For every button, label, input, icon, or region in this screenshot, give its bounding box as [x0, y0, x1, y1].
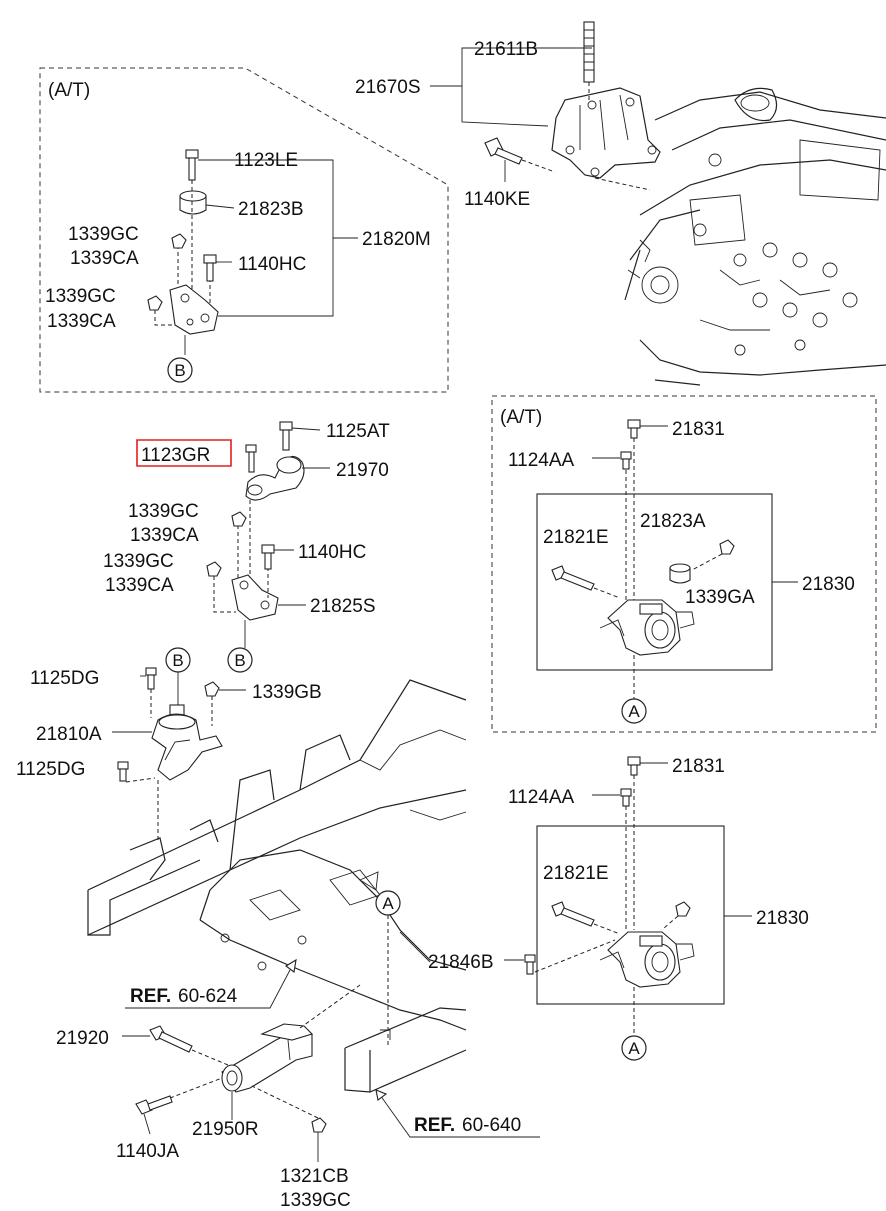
- bracket-dash: [594, 177, 651, 191]
- marker-A-1: A: [375, 890, 401, 916]
- frame-at-right: [491, 395, 877, 733]
- ref-label-60-624-num: 60-624: [178, 986, 238, 1007]
- label-1339GB: 1339GB: [252, 682, 322, 703]
- label-21821E-a: 21821E: [543, 527, 609, 548]
- label-21810A: 21810A: [36, 724, 102, 745]
- marker-A-2: A: [621, 698, 647, 724]
- label-21950R: 21950R: [192, 1119, 259, 1140]
- label-1125AT: 1125AT: [326, 421, 390, 442]
- label-21830-b: 21830: [756, 908, 809, 929]
- label-21820M: 21820M: [362, 229, 431, 250]
- label-1125DG-b: 1125DG: [16, 759, 85, 780]
- svg-text:B: B: [172, 651, 183, 670]
- label-1140HC-a: 1140HC: [238, 254, 306, 275]
- svg-text:A: A: [628, 1039, 640, 1058]
- ref-arrowhead-60-640: [375, 1089, 388, 1101]
- label-1339CA-d: 1339CA: [105, 575, 174, 596]
- leader-21846B: [399, 931, 431, 963]
- leader-21820M-bracket: [198, 159, 334, 317]
- label-21920: 21920: [56, 1028, 109, 1049]
- leader-21823B: [205, 204, 235, 209]
- bolt-1140KE: [484, 137, 556, 173]
- label-1124AA-a: 1124AA: [508, 450, 575, 471]
- frame-label-at-right: (A/T): [500, 407, 542, 428]
- ref-arrowhead-60-624: [285, 958, 297, 973]
- svg-text:A: A: [628, 702, 640, 721]
- label-1339GC-c: 1339GC: [128, 501, 199, 522]
- engine-mount-bracket-21670S: [551, 87, 661, 179]
- label-1339CA-a: 1339CA: [70, 248, 139, 269]
- stud-21611B: [583, 21, 595, 100]
- roll-stopper-21950R: [135, 984, 361, 1133]
- engine-block-illustration: [624, 87, 886, 386]
- label-1339GA: 1339GA: [685, 587, 755, 608]
- frame-label-at-top-left: (A/T): [48, 80, 90, 101]
- label-21670S: 21670S: [355, 77, 421, 98]
- svg-text:B: B: [174, 361, 185, 380]
- bracket-assembly-21825S: [206, 421, 305, 648]
- marker-B-2: B: [227, 647, 253, 673]
- label-1339CA-c: 1339CA: [130, 525, 199, 546]
- transmission-mount-21830-upper: [551, 419, 735, 700]
- label-1125DG-a: 1125DG: [30, 668, 99, 689]
- label-1339CA-b: 1339CA: [47, 311, 116, 332]
- label-1124AA-b: 1124AA: [508, 787, 575, 808]
- label-1140KE: 1140KE: [464, 189, 530, 210]
- label-1123LE: 1123LE: [234, 150, 298, 171]
- body-frame-illustration: [87, 679, 467, 1093]
- ref-label-60-640-bold: REF.: [414, 1115, 455, 1136]
- label-21823B: 21823B: [238, 199, 304, 220]
- highlight-box-1123GR: [136, 439, 232, 467]
- label-21831-b: 21831: [672, 756, 725, 777]
- svg-text:A: A: [382, 894, 394, 913]
- svg-text:B: B: [234, 651, 245, 670]
- leader-1140JA: [143, 1113, 151, 1135]
- label-21823A: 21823A: [640, 511, 706, 532]
- label-21830-a: 21830: [802, 574, 855, 595]
- label-1140HC-b: 1140HC: [298, 542, 366, 563]
- label-21825S: 21825S: [310, 596, 376, 617]
- label-1123GR: 1123GR: [141, 445, 210, 466]
- label-21611B: 21611B: [474, 39, 538, 60]
- label-1339GC-b: 1339GC: [45, 286, 116, 307]
- label-21821E-b: 21821E: [543, 863, 609, 884]
- transmission-mount-21830-lower: [524, 756, 695, 1036]
- marker-B-3: B: [165, 647, 191, 673]
- bracket-assembly-21820M: [147, 149, 219, 355]
- label-1339GC-e: 1339GC: [280, 1190, 351, 1211]
- leader-21611B-21670S: [461, 47, 592, 127]
- label-1321CB: 1321CB: [280, 1166, 349, 1187]
- marker-B-1: B: [167, 357, 193, 383]
- label-21970: 21970: [336, 460, 389, 481]
- label-1140JA: 1140JA: [116, 1141, 179, 1162]
- leader-1125AT: [291, 427, 321, 431]
- label-21846B: 21846B: [428, 952, 494, 973]
- ref-arrow-60-640: [379, 1094, 540, 1138]
- frame-at-top-left: [39, 67, 449, 393]
- label-21831-a: 21831: [672, 419, 725, 440]
- marker-A-3: A: [621, 1035, 647, 1061]
- label-1339GC-a: 1339GC: [68, 224, 139, 245]
- ref-label-60-640-num: 60-640: [462, 1115, 521, 1136]
- label-1339GC-d: 1339GC: [103, 551, 174, 572]
- engine-mount-21810A: [117, 667, 223, 840]
- ref-arrow-60-624: [125, 969, 291, 1009]
- box-21830-lower: [536, 825, 725, 1005]
- ref-label-60-624-bold: REF.: [130, 986, 171, 1007]
